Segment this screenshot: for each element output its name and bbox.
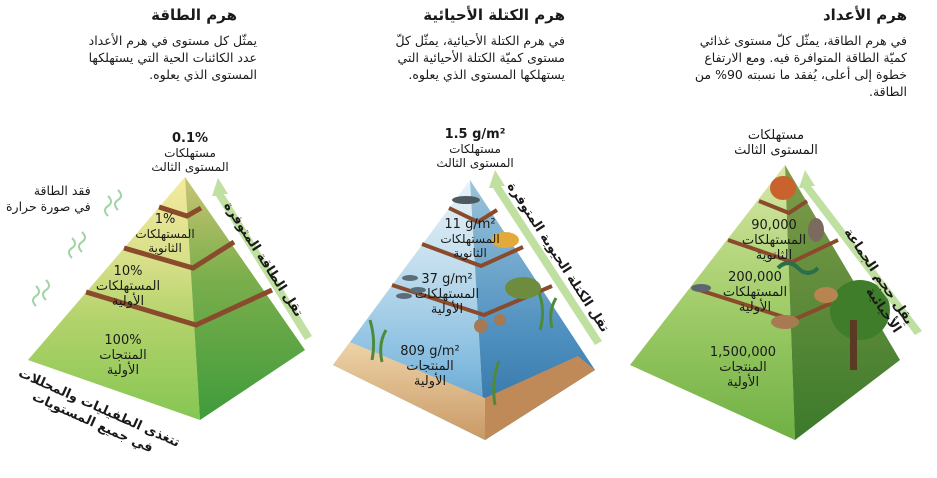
energy-top-level: 0.1% مستهلكات المستوى الثالث <box>150 131 230 175</box>
numbers-desc-line-4: الطاقة. <box>869 84 907 99</box>
biomass-producers-value: 809 g/m² <box>400 344 460 359</box>
biomass-primary-level: 37 g/m² المستهلكات الأولية <box>402 272 492 317</box>
numbers-primary-label: المستهلكات الأولية <box>722 285 788 315</box>
chipmunk-icon <box>814 287 838 303</box>
biomass-producers-label: المنتجات الأولية <box>406 359 454 389</box>
biomass-desc-line-2: مستوى كميّة الكتلة الأحيائية التي <box>397 50 565 65</box>
biomass-desc-line-1: في هرم الكتلة الأحيائية، يمثّل كلّ <box>395 33 565 48</box>
energy-primary-label: المستهلكات الأولية <box>95 279 161 309</box>
energy-top-label: مستهلكات المستوى الثالث <box>151 146 229 174</box>
numbers-secondary-level: 90,000 المستهلكات الثانوية <box>724 218 824 263</box>
biomass-primary-value: 37 g/m² <box>421 272 473 287</box>
heat-loss-note: فقد الطاقة في صورة حرارة <box>6 183 91 214</box>
biomass-top-value: 1.5 g/m² <box>444 127 506 142</box>
snail-icon <box>474 319 488 333</box>
numbers-panel-desc: في هرم الطاقة، يمثّل كلّ مستوى غذائي كمي… <box>647 32 907 100</box>
sunfish-icon <box>491 232 519 248</box>
numbers-secondary-value: 90,000 <box>751 218 797 233</box>
numbers-primary-level: 200,000 المستهلكات الأولية <box>705 270 805 315</box>
lizard-icon <box>691 284 711 292</box>
energy-secondary-level: 1% المستهلكات الثانوية <box>125 212 205 256</box>
biomass-desc-line-3: يستهلكها المستوى الذي يعلوه. <box>408 67 565 82</box>
gar-fish-icon <box>452 196 480 204</box>
biomass-secondary-label: المستهلكات الثانوية <box>440 232 500 260</box>
numbers-top-label: مستهلكات المستوى الثالث <box>734 128 818 158</box>
biomass-producers-level: 809 g/m² المنتجات الأولية <box>380 344 480 389</box>
biomass-secondary-level: 11 g/m² المستهلكات الثانوية <box>425 217 515 261</box>
energy-desc-line-1: يمثّل كل مستوى في هرم الأعداد <box>88 33 257 48</box>
numbers-pyramid <box>630 165 922 440</box>
energy-producers-level: 100% المنتجات الأولية <box>78 333 168 378</box>
energy-secondary-label: المستهلكات الثانوية <box>135 227 195 255</box>
fox-icon <box>770 176 796 200</box>
numbers-desc-line-1: في هرم الطاقة، يمثّل كلّ مستوى غذائي <box>699 33 907 48</box>
biomass-pyramid <box>333 170 602 440</box>
numbers-top-level: مستهلكات المستوى الثالث <box>726 128 826 158</box>
numbers-desc-line-3: خطوة إلى أعلى، يُفقد ما نسبته 90% من <box>694 67 907 82</box>
numbers-secondary-label: المستهلكات الثانوية <box>741 233 807 263</box>
biomass-panel-desc: في هرم الكتلة الأحيائية، يمثّل كلّ مستوى… <box>315 32 565 83</box>
snake-icon <box>776 261 820 275</box>
numbers-panel-title: هرم الأعداد <box>822 6 907 24</box>
energy-desc-line-2: عدد الكائنات الحية التي يستهلكها <box>88 50 257 65</box>
numbers-producers-value: 1,500,000 <box>709 345 777 360</box>
owl-icon <box>808 218 824 242</box>
numbers-producers-label: المنتجات الأولية <box>719 360 767 390</box>
energy-desc-line-3: المستوى الذي يعلوه. <box>149 67 257 82</box>
energy-primary-level: 10% المستهلكات الأولية <box>88 264 168 309</box>
energy-producers-value: 100% <box>104 333 142 348</box>
numbers-desc-line-2: كميّة الطاقة المتوافرة فيه. ومع الارتفاع <box>704 50 907 65</box>
biomass-top-label: مستهلكات المستوى الثالث <box>436 142 514 170</box>
energy-panel-desc: يمثّل كل مستوى في هرم الأعداد عدد الكائن… <box>7 32 257 83</box>
turtle-icon <box>505 277 541 299</box>
energy-panel-title: هرم الطاقة <box>151 6 237 24</box>
mouse-icon <box>771 315 799 329</box>
tree-icon <box>830 280 890 340</box>
biomass-top-level: 1.5 g/m² مستهلكات المستوى الثالث <box>430 127 520 171</box>
energy-pyramid <box>28 177 312 420</box>
energy-producers-label: المنتجات الأولية <box>99 348 147 378</box>
energy-secondary-value: 1% <box>154 212 176 227</box>
numbers-primary-value: 200,000 <box>728 270 782 285</box>
energy-primary-value: 10% <box>113 264 143 279</box>
energy-top-value: 0.1% <box>171 131 209 146</box>
numbers-producers-level: 1,500,000 المنتجات الأولية <box>688 345 798 390</box>
biomass-primary-label: المستهلكات الأولية <box>414 287 480 317</box>
biomass-secondary-value: 11 g/m² <box>444 217 496 232</box>
biomass-panel-title: هرم الكتلة الأحيائية <box>423 6 565 24</box>
